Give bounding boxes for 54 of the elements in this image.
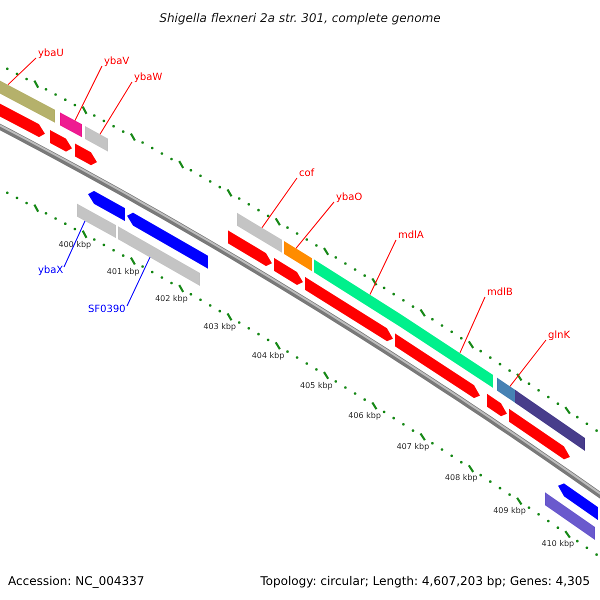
tick-label: 400 kbp — [58, 241, 92, 249]
leader-line — [64, 220, 86, 268]
gene-bar — [85, 126, 108, 152]
gene-bar — [284, 241, 312, 272]
gene-label: glnK — [548, 331, 570, 341]
gene-bar — [237, 212, 282, 253]
tick-label: 404 kbp — [252, 352, 284, 360]
leader-line — [370, 240, 396, 295]
gene-bar — [400, 314, 493, 388]
gene-bar — [545, 492, 595, 540]
gene-bar — [395, 333, 480, 398]
gene-bar — [487, 394, 507, 416]
tick-label: 402 kbp — [155, 295, 188, 303]
tick-label: 406 kbp — [348, 412, 381, 420]
gene-label: SF0390 — [88, 305, 126, 315]
gene-bar — [127, 212, 208, 269]
tick-label: 403 kbp — [203, 323, 236, 332]
gene-label: ybaV — [104, 57, 130, 67]
gene-bar — [509, 408, 570, 460]
gene-label: ybaX — [38, 266, 64, 276]
tick-label: 407 kbp — [396, 442, 430, 451]
gene-label: ybaU — [38, 49, 64, 59]
tick-label: 410 kbp — [542, 540, 574, 548]
tick-label: 401 kbp — [106, 268, 140, 276]
gene-label: ybaW — [134, 73, 162, 83]
leader-line — [126, 256, 150, 306]
gene-label: mdlA — [398, 231, 424, 241]
gene-label: mdlB — [487, 288, 513, 298]
leader-line — [262, 178, 298, 228]
gene-bar — [274, 258, 303, 285]
tick-label: 409 kbp — [493, 506, 526, 515]
gene-bar — [314, 259, 400, 327]
gene-bar — [75, 144, 97, 166]
gene-bar — [305, 276, 393, 342]
gene-bar — [558, 483, 598, 520]
gene-label: ybaO — [336, 193, 362, 203]
leader-line — [510, 340, 546, 387]
gene-bar — [88, 190, 125, 222]
gene-bar — [515, 390, 585, 451]
tick-label: 405 kbp — [300, 382, 333, 390]
leader-line — [8, 58, 36, 86]
leader-line — [296, 202, 334, 249]
leader-line — [460, 296, 486, 354]
gene-bar — [50, 130, 72, 152]
gene-label: cof — [299, 169, 314, 179]
gene-bar — [228, 230, 272, 266]
accession-text: Accession: NC_004337 — [8, 575, 144, 587]
title: Shigella flexneri 2a str. 301, complete genome — [158, 12, 442, 24]
genome-summary-text: Topology: circular; Length: 4,607,203 bp; Genes: 4,305 — [260, 575, 590, 587]
tick-label: 408 kbp — [444, 474, 478, 482]
leader-line — [100, 82, 132, 135]
gene-bar — [60, 112, 82, 138]
gene-bar — [77, 204, 116, 238]
leader-line — [74, 66, 102, 121]
